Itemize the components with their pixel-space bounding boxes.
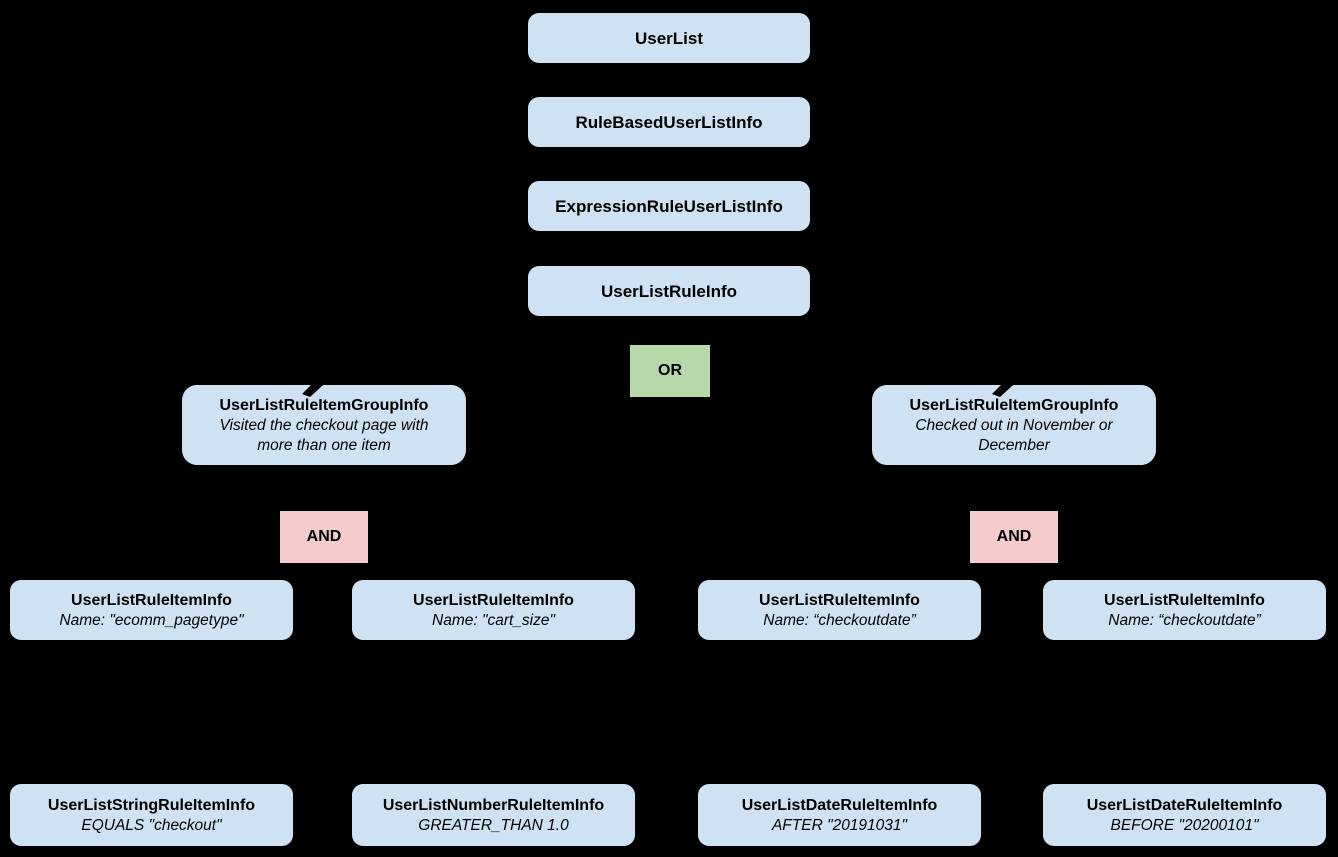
node-title: UserListRuleItemInfo: [1104, 591, 1265, 609]
and-operator-label: AND: [306, 528, 342, 545]
node-subtitle: EQUALS "checkout": [81, 816, 222, 834]
or-operator-label: OR: [658, 362, 682, 379]
node-subtitle: Name: “checkoutdate”: [763, 611, 916, 629]
node-title: UserListDateRuleItemInfo: [1086, 796, 1283, 814]
node-subtitle: Name: "cart_size": [432, 611, 555, 629]
node-subtitle: Name: “checkoutdate”: [1108, 611, 1261, 629]
and-operator-label: AND: [996, 528, 1032, 545]
node-subtitle: GREATER_THAN 1.0: [418, 816, 569, 834]
node-subtitle: Visited the checkout page with more than…: [219, 416, 429, 454]
node-title: UserListNumberRuleItemInfo: [382, 796, 605, 814]
node-subtitle: AFTER "20191031": [771, 816, 908, 834]
node-ruleitem-ecomm-pagetype: UserListRuleItemInfo Name: "ecomm_pagety…: [10, 580, 293, 640]
node-ruleitem-checkoutdate-2: UserListRuleItemInfo Name: “checkoutdate…: [1043, 580, 1326, 640]
node-subtitle: Name: "ecomm_pagetype": [59, 611, 244, 629]
node-ruleitemgroup-left: UserListRuleItemGroupInfo Visited the ch…: [182, 370, 466, 465]
node-userlistruleinfo: UserListRuleInfo: [528, 266, 810, 316]
node-subtitle: Checked out in November or December: [915, 416, 1113, 454]
node-title: UserListRuleInfo: [600, 281, 738, 301]
node-title: UserListStringRuleItemInfo: [47, 796, 256, 814]
node-title: UserListRuleItemInfo: [413, 591, 574, 609]
node-rulebaseduserlistinfo: RuleBasedUserListInfo: [528, 97, 810, 147]
node-expressionruleuserlistinfo: ExpressionRuleUserListInfo: [528, 181, 810, 231]
node-numberruleitem: UserListNumberRuleItemInfo GREATER_THAN …: [352, 784, 635, 846]
node-title: ExpressionRuleUserListInfo: [555, 196, 783, 216]
node-subtitle: BEFORE "20200101": [1110, 816, 1259, 834]
node-ruleitem-checkoutdate-1: UserListRuleItemInfo Name: “checkoutdate…: [698, 580, 981, 640]
node-dateruleitem-after: UserListDateRuleItemInfo AFTER "20191031…: [698, 784, 981, 846]
node-userlist: UserList: [528, 13, 810, 63]
node-ruleitemgroup-right: UserListRuleItemGroupInfo Checked out in…: [872, 370, 1156, 465]
node-ruleitem-cart-size: UserListRuleItemInfo Name: "cart_size": [352, 580, 635, 640]
node-title: UserListRuleItemGroupInfo: [219, 396, 429, 414]
or-operator-box: OR: [630, 345, 710, 397]
and-operator-box-right: AND: [970, 511, 1058, 563]
node-title: UserListDateRuleItemInfo: [741, 796, 938, 814]
node-title: UserListRuleItemInfo: [71, 591, 232, 609]
arrowhead-icon: [992, 370, 1048, 397]
node-dateruleitem-before: UserListDateRuleItemInfo BEFORE "2020010…: [1043, 784, 1326, 846]
node-title: UserListRuleItemGroupInfo: [909, 396, 1119, 414]
node-title: UserList: [634, 28, 704, 48]
node-title: RuleBasedUserListInfo: [575, 112, 763, 132]
and-operator-box-left: AND: [280, 511, 368, 563]
node-title: UserListRuleItemInfo: [759, 591, 920, 609]
arrowhead-icon: [302, 370, 358, 397]
node-stringruleitem: UserListStringRuleItemInfo EQUALS "check…: [10, 784, 293, 846]
